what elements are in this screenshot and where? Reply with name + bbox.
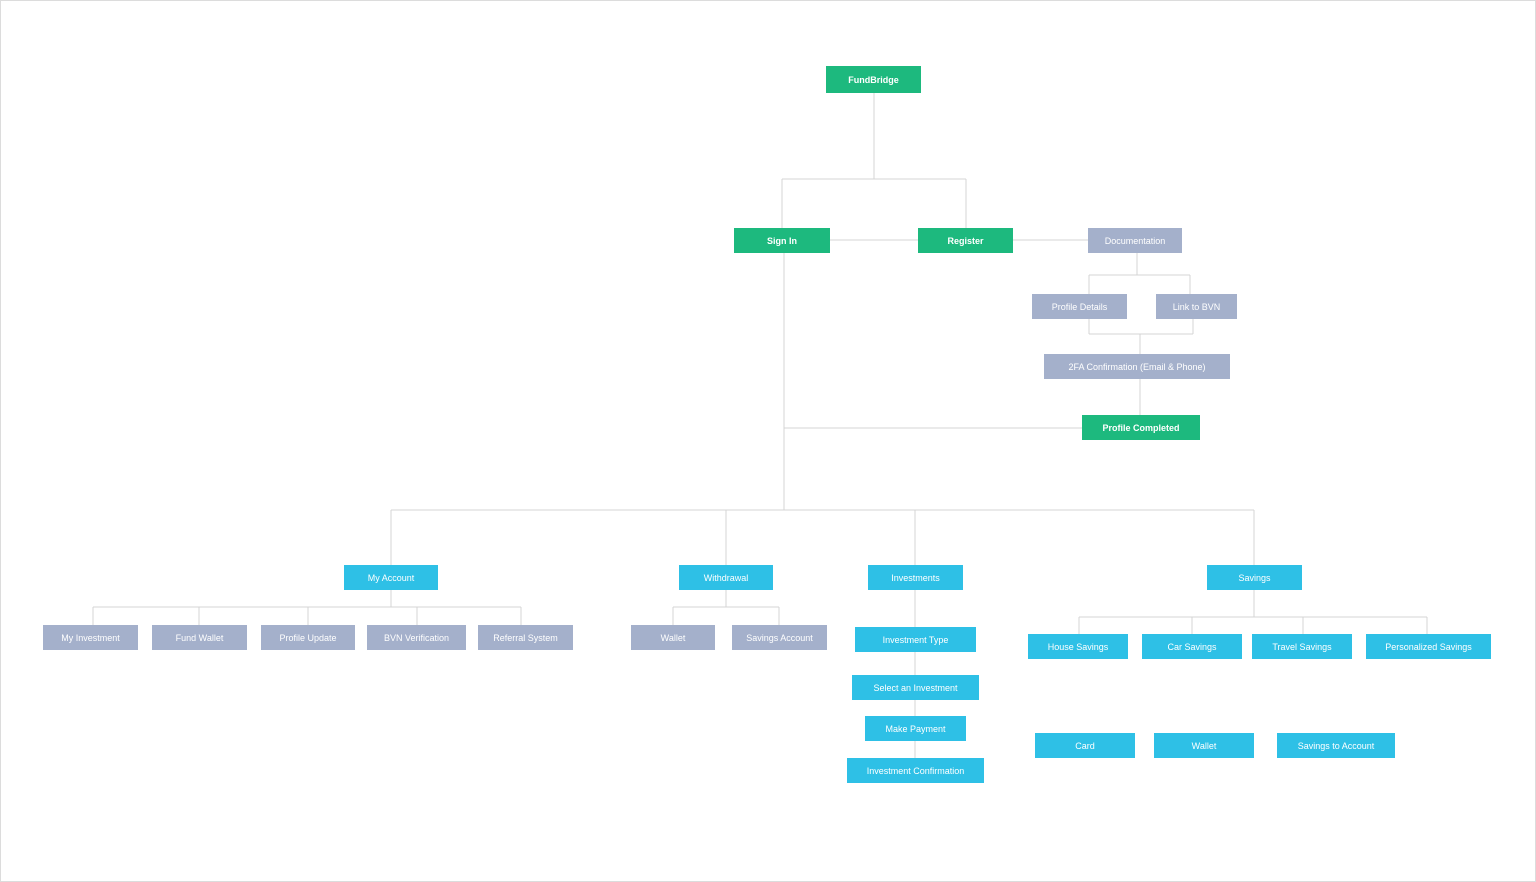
node-savings-to-account: Savings to Account: [1277, 733, 1395, 758]
node-personalized-savings: Personalized Savings: [1366, 634, 1491, 659]
node-investment-confirmation: Investment Confirmation: [847, 758, 984, 783]
node-my-account: My Account: [344, 565, 438, 590]
node-savings: Savings: [1207, 565, 1302, 590]
node-make-payment: Make Payment: [865, 716, 966, 741]
node-2fa-confirmation: 2FA Confirmation (Email & Phone): [1044, 354, 1230, 379]
node-profile-update: Profile Update: [261, 625, 355, 650]
node-card: Card: [1035, 733, 1135, 758]
node-profile-details: Profile Details: [1032, 294, 1127, 319]
node-fund-wallet: Fund Wallet: [152, 625, 247, 650]
node-referral-system: Referral System: [478, 625, 573, 650]
node-car-savings: Car Savings: [1142, 634, 1242, 659]
node-sign-in: Sign In: [734, 228, 830, 253]
node-my-investment: My Investment: [43, 625, 138, 650]
node-fundbridge: FundBridge: [826, 66, 921, 93]
node-documentation: Documentation: [1088, 228, 1182, 253]
node-withdrawal: Withdrawal: [679, 565, 773, 590]
node-savings-wallet: Wallet: [1154, 733, 1254, 758]
node-profile-completed: Profile Completed: [1082, 415, 1200, 440]
node-register: Register: [918, 228, 1013, 253]
node-select-an-investment: Select an Investment: [852, 675, 979, 700]
node-house-savings: House Savings: [1028, 634, 1128, 659]
node-travel-savings: Travel Savings: [1252, 634, 1352, 659]
node-withdrawal-wallet: Wallet: [631, 625, 715, 650]
node-investments: Investments: [868, 565, 963, 590]
node-link-to-bvn: Link to BVN: [1156, 294, 1237, 319]
node-investment-type: Investment Type: [855, 627, 976, 652]
node-bvn-verification: BVN Verification: [367, 625, 466, 650]
node-savings-account: Savings Account: [732, 625, 827, 650]
